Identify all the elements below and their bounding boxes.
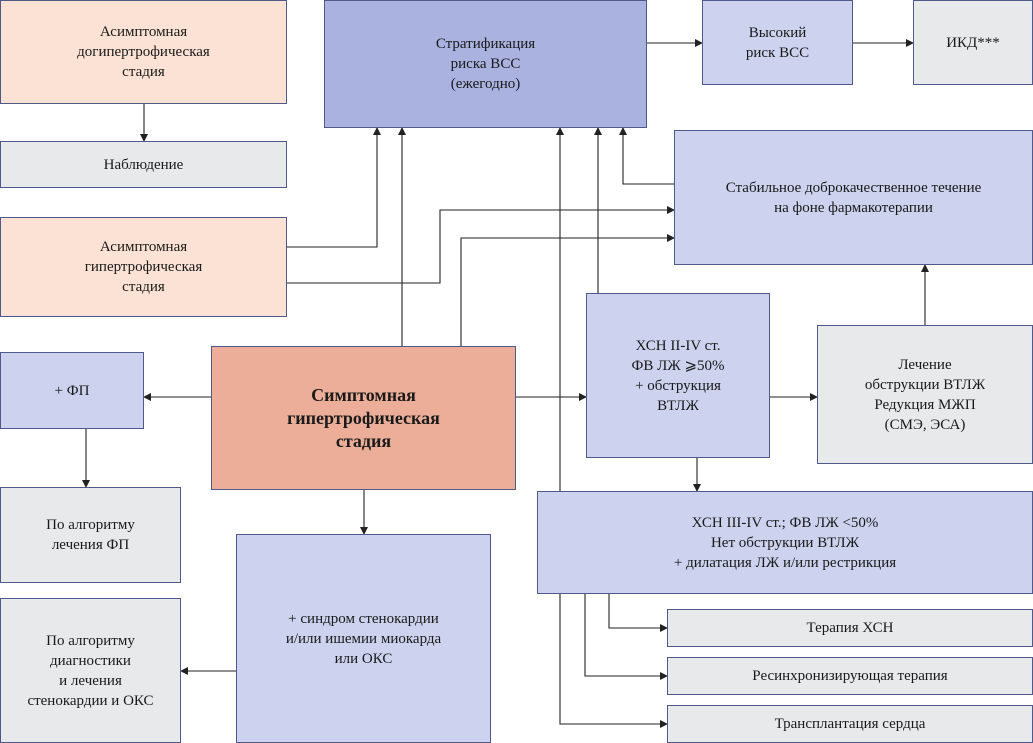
icd-box: ИКД*** [913,0,1033,85]
observation-box: Наблюдение [0,141,287,188]
hf-reduced-box: ХСН III-IV ст.; ФВ ЛЖ <50% Нет обструкци… [537,491,1033,594]
hf-therapy-box: Терапия ХСН [667,609,1033,647]
heart-transplant-box: Трансплантация сердца [667,705,1033,743]
heart-transplant-label: Трансплантация сердца [774,716,926,732]
asymptomatic-prehypertrophic-label: Асимптомная догипертрофическая стадия [77,24,210,80]
af-label: + ФП [54,382,90,399]
arrow-asymptomatic-to-stratification [286,127,381,248]
icd-label: ИКД*** [946,34,1000,51]
symptomatic-hypertrophic-box: Симптомная гипертрофическая стадия [211,346,516,490]
obstruction-treatment-box: Лечение обструкции ВТЛЖ Редукция МЖП (СМ… [817,325,1033,464]
arrow-asymptomatic-to-stable [286,206,675,284]
risk-stratification-label: Стратификация риска ВСС (ежегодно) [435,36,536,92]
af-box: + ФП [0,352,144,429]
angina-algorithm-box: По алгоритму диагностики и лечения стено… [0,598,181,743]
resync-therapy-box: Ресинхронизирующая терапия [667,657,1033,695]
resync-therapy-label: Ресинхронизирующая терапия [752,668,948,684]
angina-algorithm-label: По алгоритму диагностики и лечения стено… [27,632,154,709]
angina-box: + синдром стенокардии и/или ишемии миока… [236,534,491,743]
arrow-hf-reduced-to-transplant [559,594,668,728]
af-algorithm-box: По алгоритму лечения ФП [0,487,181,583]
observation-label: Наблюдение [103,156,184,173]
arrow-hf-reduced-to-hf-therapy [608,594,668,632]
high-risk-box: Высокий риск ВСС [702,0,853,85]
high-risk-label: Высокий риск ВСС [745,24,810,61]
arrow-stable-to-stratification [619,127,674,185]
obstruction-treatment-label: Лечение обструкции ВТЛЖ Редукция МЖП (СМ… [864,356,986,433]
stable-course-label: Стабильное доброкачественное течение на … [725,179,982,216]
risk-stratification-box: Стратификация риска ВСС (ежегодно) [324,0,647,128]
hf-therapy-label: Терапия ХСН [806,620,894,636]
asymptomatic-hypertrophic-label: Асимптомная гипертрофическая стадия [84,239,203,295]
asymptomatic-hypertrophic-box: Асимптомная гипертрофическая стадия [0,217,287,317]
angina-label: + синдром стенокардии и/или ишемии миока… [285,610,442,667]
arrow-hf-reduced-to-resync [584,594,668,680]
stable-course-box: Стабильное доброкачественное течение на … [674,130,1033,265]
hf-preserved-box: ХСН II-IV ст. ФВ ЛЖ ⩾50% + обструкция ВТ… [586,293,770,458]
arrow-symptomatic-to-stable [460,234,675,346]
hf-preserved-label: ХСН II-IV ст. ФВ ЛЖ ⩾50% + обструкция ВТ… [631,337,725,414]
af-algorithm-label: По алгоритму лечения ФП [46,517,135,553]
hf-reduced-label: ХСН III-IV ст.; ФВ ЛЖ <50% Нет обструкци… [673,514,897,571]
asymptomatic-prehypertrophic-box: Асимптомная догипертрофическая стадия [0,0,287,104]
symptomatic-hypertrophic-label: Симптомная гипертрофическая стадия [287,384,440,451]
